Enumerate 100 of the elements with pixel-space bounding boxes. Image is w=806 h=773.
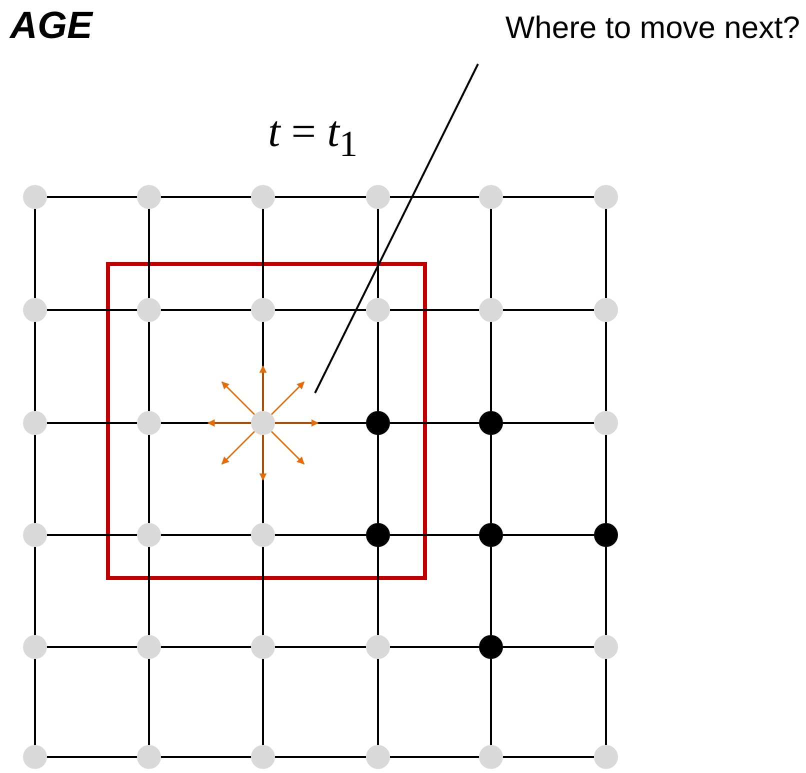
grid-line (161, 646, 251, 648)
time-label: t = t$_{1}$ (268, 106, 358, 166)
grid-line (161, 422, 251, 424)
grid-line (47, 309, 137, 311)
grid-line (47, 196, 137, 198)
grid-node (594, 185, 618, 209)
grid-line (262, 435, 264, 523)
occupied-node (366, 411, 390, 435)
grid-line (262, 322, 264, 411)
grid-line (275, 756, 366, 758)
grid-node (594, 745, 618, 769)
grid-node (23, 411, 47, 435)
grid-node (251, 411, 275, 435)
grid-node (366, 745, 390, 769)
grid-line (503, 534, 594, 536)
grid-line (34, 435, 36, 523)
grid-line (275, 422, 366, 424)
grid-line (262, 209, 264, 298)
move-arrow (221, 381, 256, 416)
grid-line (47, 646, 137, 648)
move-arrow (270, 381, 305, 416)
grid-node (479, 185, 503, 209)
move-arrow (259, 365, 267, 411)
grid-node (23, 298, 47, 322)
grid-line (34, 322, 36, 411)
grid-node (479, 298, 503, 322)
grid-node (366, 185, 390, 209)
grid-node (137, 185, 161, 209)
grid-node (23, 185, 47, 209)
move-arrow (270, 430, 305, 465)
grid-line (605, 659, 607, 745)
grid-node (137, 635, 161, 659)
grid-line (605, 435, 607, 523)
grid-node (366, 298, 390, 322)
grid-line (490, 547, 492, 635)
question-text: Where to move next? (430, 8, 800, 48)
grid-line (605, 547, 607, 635)
grid-node (23, 523, 47, 547)
grid-line (275, 534, 366, 536)
grid-line (503, 196, 594, 198)
grid-node (251, 635, 275, 659)
grid-line (161, 309, 251, 311)
grid-line (34, 547, 36, 635)
grid-line (503, 422, 594, 424)
grid-line (490, 659, 492, 745)
grid-node (137, 523, 161, 547)
grid-node (137, 298, 161, 322)
grid-node (366, 635, 390, 659)
grid-node (137, 745, 161, 769)
grid-line (377, 322, 379, 411)
grid-node (479, 745, 503, 769)
grid-line (275, 646, 366, 648)
grid-line (605, 209, 607, 298)
grid-line (148, 209, 150, 298)
occupied-node (594, 523, 618, 547)
grid-node (251, 745, 275, 769)
grid-line (148, 322, 150, 411)
grid-line (490, 322, 492, 411)
grid-line (490, 209, 492, 298)
grid-line (275, 309, 366, 311)
grid-line (377, 209, 379, 298)
grid-line (390, 422, 479, 424)
grid-line (161, 534, 251, 536)
grid-line (262, 547, 264, 635)
grid-line (377, 435, 379, 523)
grid-node (594, 411, 618, 435)
move-arrow (221, 430, 256, 465)
grid-line (377, 547, 379, 635)
grid-line (390, 646, 479, 648)
grid-line (47, 534, 137, 536)
grid-line (34, 209, 36, 298)
move-arrow (207, 419, 251, 427)
grid-node (251, 298, 275, 322)
grid-line (47, 756, 137, 758)
occupied-node (479, 523, 503, 547)
grid-line (390, 196, 479, 198)
grid-line (275, 196, 366, 198)
grid-line (605, 322, 607, 411)
move-arrow (259, 435, 267, 481)
grid-line (161, 196, 251, 198)
grid-node (251, 185, 275, 209)
occupied-node (479, 411, 503, 435)
grid-line (390, 534, 479, 536)
grid-line (503, 756, 594, 758)
grid-line (47, 422, 137, 424)
grid-line (148, 659, 150, 745)
grid-line (390, 756, 479, 758)
grid-node (137, 411, 161, 435)
grid-line (490, 435, 492, 523)
grid-line (148, 547, 150, 635)
grid-line (161, 756, 251, 758)
grid-line (377, 659, 379, 745)
grid-line (503, 646, 594, 648)
grid-line (503, 309, 594, 311)
occupied-node (366, 523, 390, 547)
grid-line (262, 659, 264, 745)
move-arrow (275, 419, 319, 427)
grid-line (34, 659, 36, 745)
grid-node (23, 745, 47, 769)
occupied-node (479, 635, 503, 659)
